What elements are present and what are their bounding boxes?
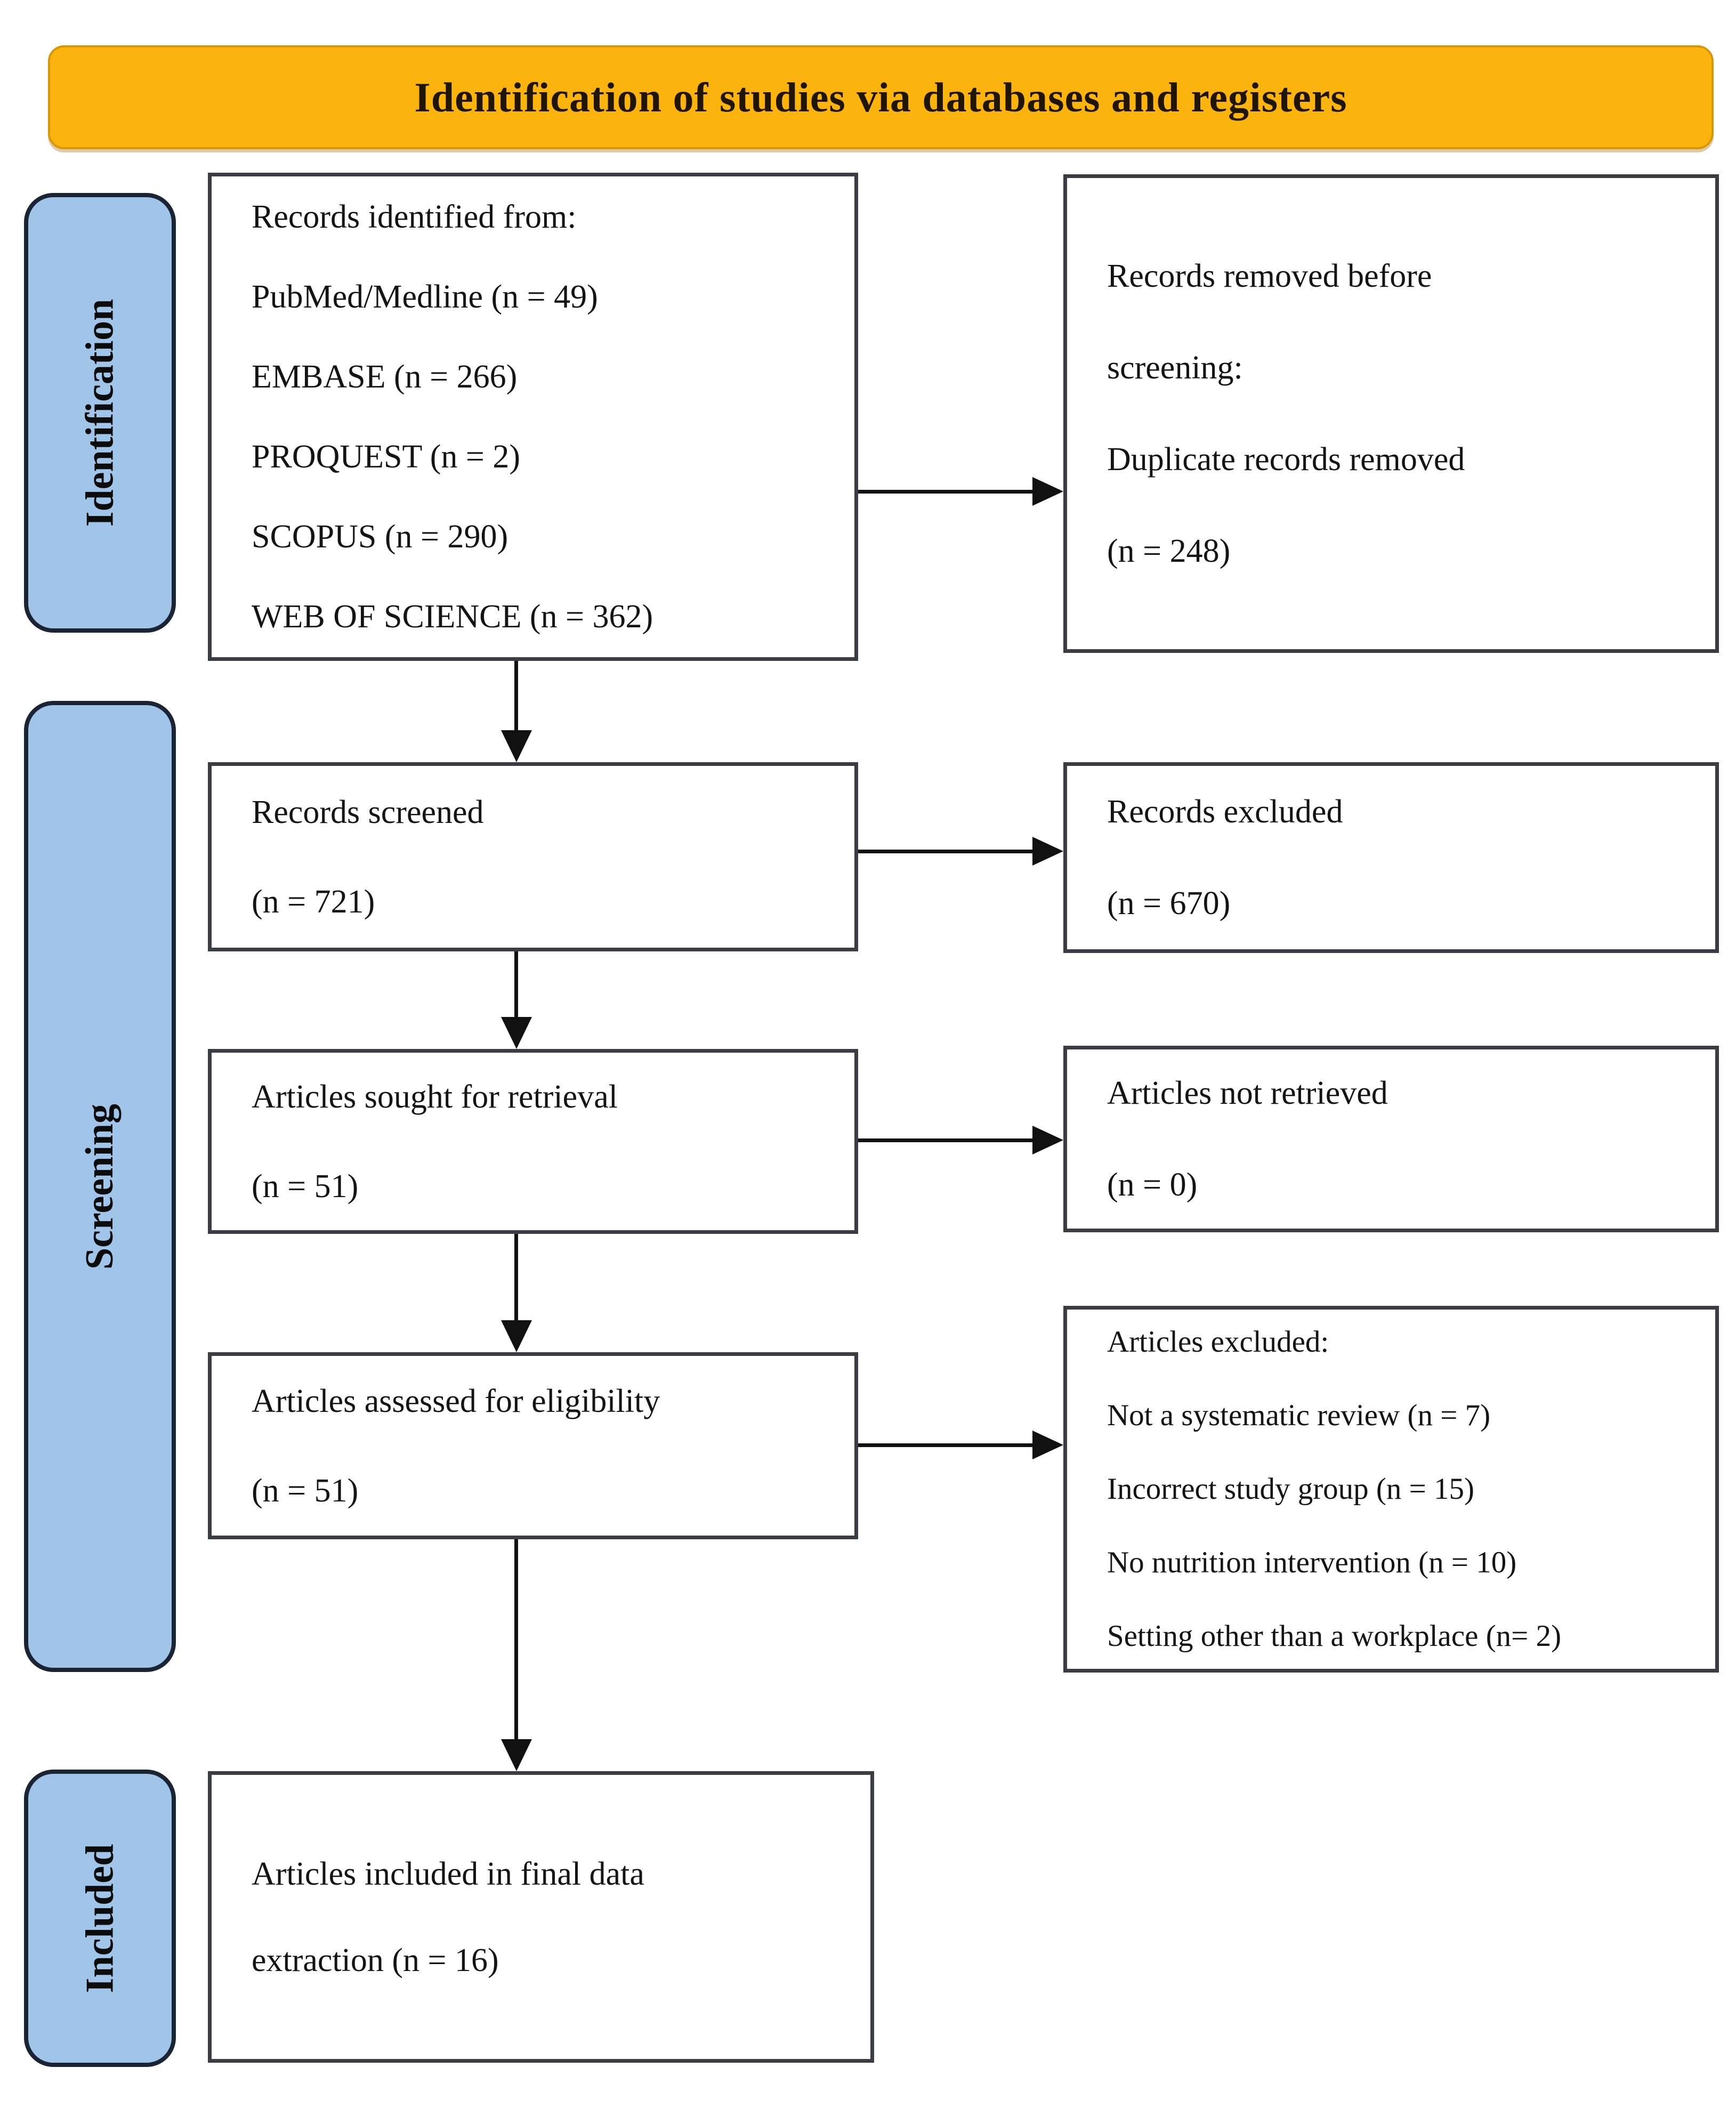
box-line: WEB OF SCIENCE (n = 362): [252, 599, 653, 635]
box-articles-included: Articles included in final data extractio…: [208, 1771, 874, 2063]
arrow-screened-to-sought: [514, 951, 518, 1018]
arrow-sought-to-not-retrieved: [858, 1138, 1034, 1142]
box-line: No nutrition intervention (n = 10): [1107, 1546, 1517, 1579]
box-line: Articles sought for retrieval: [252, 1078, 618, 1115]
box-line: (n = 51): [252, 1472, 359, 1509]
arrow-screened-to-excluded: [858, 850, 1034, 853]
box-articles-not-retrieved: Articles not retrieved (n = 0): [1063, 1046, 1719, 1232]
box-line: Records identified from:: [252, 199, 577, 235]
arrow-identified-to-screened: [514, 661, 518, 731]
arrowhead-sought-to-not-retrieved: [1032, 1126, 1063, 1154]
stage-screening: Screening: [24, 701, 176, 1672]
arrow-assessed-to-excluded: [858, 1443, 1034, 1447]
arrow-assessed-to-included: [514, 1539, 518, 1740]
box-line: PubMed/Medline (n = 49): [252, 279, 598, 315]
box-line: Duplicate records removed: [1107, 441, 1465, 478]
stage-identification: Identification: [24, 193, 176, 633]
arrowhead-assessed-to-included: [501, 1739, 532, 1771]
box-line: (n = 51): [252, 1168, 359, 1205]
stage-included: Included: [24, 1770, 176, 2067]
box-records-removed: Records removed before screening: Duplicat…: [1063, 174, 1719, 653]
box-articles-sought: Articles sought for retrieval (n = 51): [208, 1049, 858, 1234]
arrowhead-identified-to-removed: [1032, 477, 1063, 506]
arrow-identified-to-removed: [858, 490, 1034, 494]
box-line: (n = 670): [1107, 885, 1231, 922]
box-line: Incorrect study group (n = 15): [1107, 1472, 1475, 1506]
box-line: (n = 248): [1107, 533, 1231, 569]
arrowhead-assessed-to-excluded: [1032, 1431, 1063, 1459]
box-line: Setting other than a workplace (n= 2): [1107, 1619, 1562, 1653]
arrowhead-screened-to-excluded: [1032, 837, 1063, 866]
box-line: Records excluded: [1107, 794, 1343, 830]
box-records-excluded: Records excluded (n = 670): [1063, 762, 1719, 953]
box-line: Records removed before: [1107, 258, 1432, 294]
box-line: PROQUEST (n = 2): [252, 439, 521, 475]
box-articles-assessed: Articles assessed for eligibility (n = 51…: [208, 1352, 858, 1539]
box-line: Articles not retrieved: [1107, 1075, 1388, 1111]
arrowhead-screened-to-sought: [501, 1017, 532, 1049]
box-line: EMBASE (n = 266): [252, 359, 518, 395]
box-articles-excluded: Articles excluded: Not a systematic revie…: [1063, 1306, 1719, 1673]
box-line: Not a systematic review (n = 7): [1107, 1399, 1491, 1432]
box-line: (n = 0): [1107, 1167, 1198, 1203]
box-line: extraction (n = 16): [252, 1942, 499, 1978]
box-line: Articles included in final data: [252, 1855, 644, 1892]
box-records-screened: Records screened (n = 721): [208, 762, 858, 951]
box-records-identified: Records identified from: PubMed/Medline (…: [208, 173, 858, 661]
box-line: Records screened: [252, 794, 484, 830]
stage-screening-label: Screening: [78, 1103, 122, 1270]
arrowhead-identified-to-screened: [501, 730, 532, 762]
arrow-sought-to-assessed: [514, 1234, 518, 1321]
stage-included-label: Included: [78, 1844, 122, 1993]
banner-title: Identification of studies via databases …: [414, 74, 1347, 120]
box-line: Articles excluded:: [1107, 1325, 1329, 1359]
stage-identification-label: Identification: [78, 298, 122, 527]
box-line: Articles assessed for eligibility: [252, 1383, 660, 1419]
box-line: SCOPUS (n = 290): [252, 519, 508, 555]
arrowhead-sought-to-assessed: [501, 1320, 532, 1352]
box-line: screening:: [1107, 350, 1243, 386]
banner: Identification of studies via databases …: [48, 45, 1714, 149]
box-line: (n = 721): [252, 883, 375, 920]
